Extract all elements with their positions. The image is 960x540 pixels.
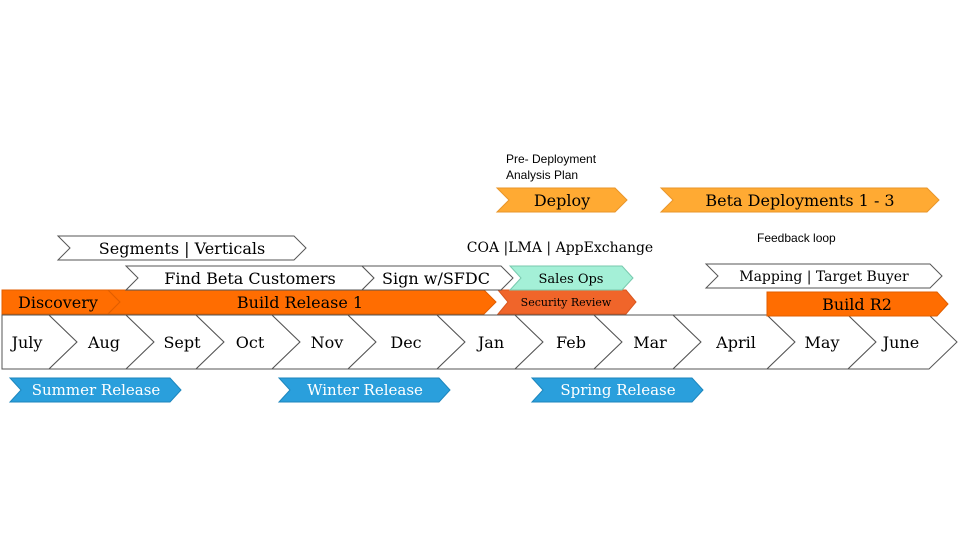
security-review-chevron — [496, 289, 637, 315]
sign-sfdc-chevron — [360, 265, 514, 291]
notes: Pre- Deployment Analysis Plan COA |LMA |… — [467, 152, 836, 256]
security-review-label: Security Review — [521, 296, 612, 309]
month-label-jan: Jan — [476, 333, 504, 352]
month-label-may: May — [805, 333, 840, 352]
pre-deployment-note-line2: Analysis Plan — [506, 168, 578, 182]
spring-release-label: Spring Release — [560, 381, 675, 399]
find-beta-customers-label: Find Beta Customers — [164, 269, 335, 288]
month-label-april: April — [715, 333, 756, 352]
beta-deployments-chevron — [659, 187, 940, 213]
month-label-feb: Feb — [556, 333, 586, 352]
spring-release-chevron — [530, 377, 704, 403]
month-label-dec: Dec — [390, 333, 421, 352]
month-label-july: July — [10, 333, 43, 352]
feedback-loop-note: Feedback loop — [757, 231, 836, 245]
sign-sfdc-label: Sign w/SFDC — [382, 269, 490, 288]
mapping-target-buyer-chevron — [704, 263, 943, 289]
coa-lma-appexchange-note: COA |LMA | AppExchange — [467, 240, 653, 256]
summer-release-chevron — [8, 377, 182, 403]
build-r2-label: Build R2 — [822, 295, 892, 314]
task-row: Segments | Verticals Find Beta Customers… — [56, 235, 943, 291]
sales-ops-chevron — [508, 265, 634, 291]
deploy-chevron — [495, 187, 628, 213]
month-label-nov: Nov — [311, 333, 344, 352]
deploy-label: Deploy — [534, 191, 590, 210]
month-label-oct: Oct — [236, 333, 265, 352]
month-label-sept: Sept — [163, 333, 201, 352]
segments-verticals-label: Segments | Verticals — [99, 239, 265, 258]
month-label-june: June — [881, 333, 920, 352]
beta-deployments-label: Beta Deployments 1 - 3 — [705, 191, 894, 210]
build-r2-chevron — [766, 291, 949, 317]
build-release-1-label: Build Release 1 — [237, 293, 363, 312]
month-timeline: July Aug Sept Oct Nov Dec Jan Feb Mar Ap… — [1, 314, 958, 370]
winter-release-chevron — [277, 377, 451, 403]
pre-deployment-note-line1: Pre- Deployment — [506, 152, 597, 166]
release-row: Summer Release Winter Release Spring Rel… — [8, 377, 704, 403]
mapping-target-buyer-label: Mapping | Target Buyer — [739, 269, 909, 285]
sales-ops-label: Sales Ops — [539, 272, 604, 287]
month-label-aug: Aug — [87, 333, 120, 352]
segments-verticals-chevron — [56, 235, 307, 261]
winter-release-label: Winter Release — [307, 381, 423, 399]
month-label-mar: Mar — [633, 333, 667, 352]
deploy-row: Deploy Beta Deployments 1 - 3 — [495, 187, 940, 213]
summer-release-label: Summer Release — [32, 381, 161, 399]
phase-row: Discovery Build Release 1 Security Revie… — [1, 289, 949, 317]
discovery-label: Discovery — [18, 293, 98, 312]
